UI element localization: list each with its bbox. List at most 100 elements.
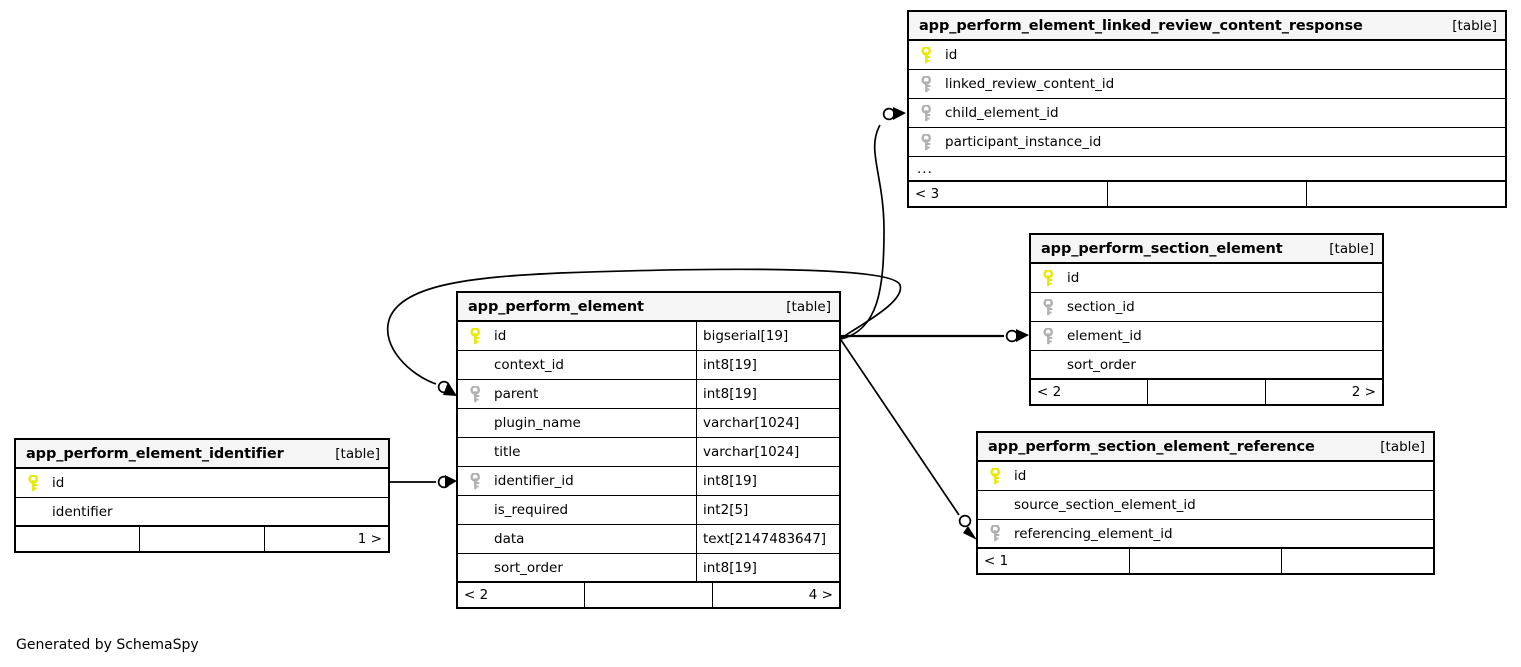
- column-name-cell: linked_review_content_id: [909, 70, 1505, 98]
- column-name-cell: participant_instance_id: [909, 128, 1505, 156]
- primary-key-icon: [466, 327, 484, 345]
- column-row-is_required[interactable]: is_required int2[5]: [458, 496, 839, 525]
- column-row-sort_order[interactable]: sort_order: [1031, 351, 1382, 380]
- foreign-key-icon: [1039, 327, 1057, 345]
- column-name-cell: is_required: [458, 496, 696, 524]
- column-row-element_id[interactable]: element_id: [1031, 322, 1382, 351]
- edge-element-id-to-section-element-reference-referencing-element-id: [840, 339, 977, 540]
- column-name-label: sort_order: [494, 559, 563, 576]
- primary-key-icon: [1039, 269, 1057, 287]
- column-name-label: is_required: [494, 502, 569, 518]
- column-row-id[interactable]: id: [978, 462, 1433, 491]
- column-row-parent[interactable]: parent int8[19]: [458, 380, 839, 409]
- column-row-linked_review_content_id[interactable]: linked_review_content_id: [909, 70, 1505, 99]
- column-row-source_section_element_id[interactable]: source_section_element_id: [978, 491, 1433, 520]
- outgoing-relations-count: 2 >: [1264, 380, 1382, 404]
- column-name-cell: id: [458, 322, 696, 350]
- column-name-cell: title: [458, 438, 696, 466]
- table-header-app_perform_element_identifier: app_perform_element_identifier[table]: [16, 440, 388, 469]
- column-name-label: child_element_id: [945, 105, 1059, 121]
- column-name-label: parent: [494, 386, 539, 402]
- column-name-cell: id: [978, 462, 1433, 490]
- column-name-label: context_id: [494, 357, 564, 373]
- table-title: app_perform_element_identifier: [26, 445, 284, 462]
- no-key-spacer: [24, 503, 42, 521]
- incoming-relations-count: < 1: [984, 553, 1009, 569]
- column-type-cell: int2[5]: [696, 496, 839, 524]
- schemaspy-credit: Generated by SchemaSpy: [16, 637, 199, 653]
- outgoing-relations-count: [1281, 549, 1433, 573]
- column-name-cell: id: [1031, 264, 1382, 292]
- column-row-section_id[interactable]: section_id: [1031, 293, 1382, 322]
- footer-middle-cell: [584, 583, 711, 607]
- table-footer-app_perform_section_element_reference: < 1: [978, 549, 1433, 573]
- primary-key-icon: [917, 46, 935, 64]
- column-row-participant_instance_id[interactable]: participant_instance_id: [909, 128, 1505, 157]
- column-name-cell: referencing_element_id: [978, 520, 1433, 547]
- no-key-spacer: [466, 501, 484, 519]
- column-name-cell: source_section_element_id: [978, 491, 1433, 519]
- column-type-cell: text[2147483647]: [696, 525, 839, 553]
- footer-middle-cell: [139, 527, 263, 551]
- table-title: app_perform_section_element: [1041, 240, 1283, 257]
- no-key-spacer: [1039, 356, 1057, 374]
- footer-middle-cell: [1129, 549, 1281, 573]
- column-row-id[interactable]: id: [909, 41, 1505, 70]
- column-name-cell: element_id: [1031, 322, 1382, 350]
- column-name-label: sort_order: [1067, 356, 1136, 373]
- incoming-relations-count: < 2: [464, 587, 489, 603]
- primary-key-icon: [24, 474, 42, 492]
- column-row-identifier[interactable]: identifier: [16, 498, 388, 527]
- column-type-cell: int8[19]: [696, 380, 839, 408]
- table-header-app_perform_element: app_perform_element[table]: [458, 293, 839, 322]
- no-key-spacer: [466, 530, 484, 548]
- table-app_perform_element_linked_review_content_response[interactable]: app_perform_element_linked_review_conten…: [907, 10, 1507, 208]
- column-name-cell: sort_order: [458, 554, 696, 581]
- table-type-tag: [table]: [1329, 240, 1374, 257]
- table-title: app_perform_section_element_reference: [988, 438, 1315, 455]
- table-app_perform_element_identifier[interactable]: app_perform_element_identifier[table]id i…: [14, 438, 390, 553]
- column-name-label: id: [52, 475, 65, 491]
- column-row-child_element_id[interactable]: child_element_id: [909, 99, 1505, 128]
- table-app_perform_section_element[interactable]: app_perform_section_element [table] id sect…: [1029, 233, 1384, 406]
- column-name-cell: sort_order: [1031, 351, 1382, 378]
- table-footer-app_perform_element_identifier: 1 >: [16, 527, 388, 551]
- table-type-tag: [table]: [1380, 438, 1425, 455]
- column-row-id[interactable]: id: [1031, 264, 1382, 293]
- column-name-cell: id: [16, 469, 388, 497]
- table-header-app_perform_element_linked_review_content_response: app_perform_element_linked_review_conten…: [909, 12, 1505, 41]
- foreign-key-icon: [466, 385, 484, 403]
- column-name-label: id: [1067, 270, 1080, 286]
- column-name-label: identifier_id: [494, 473, 574, 489]
- column-name-cell: child_element_id: [909, 99, 1505, 127]
- table-header-app_perform_section_element: app_perform_section_element [table]: [1031, 235, 1382, 264]
- column-name-label: id: [945, 47, 958, 63]
- column-name-cell: identifier_id: [458, 467, 696, 495]
- column-row-id[interactable]: id: [16, 469, 388, 498]
- incoming-relations-count: < 2: [1037, 384, 1062, 400]
- column-name-cell: context_id: [458, 351, 696, 379]
- column-name-label: source_section_element_id: [1014, 497, 1196, 513]
- foreign-key-icon: [917, 133, 935, 151]
- table-app_perform_section_element_reference[interactable]: app_perform_section_element_reference [ta…: [976, 431, 1435, 575]
- column-name-label: plugin_name: [494, 415, 581, 431]
- no-key-spacer: [466, 443, 484, 461]
- primary-key-icon: [986, 467, 1004, 485]
- column-name-cell: id: [909, 41, 1505, 69]
- no-key-spacer: [466, 559, 484, 577]
- column-row-referencing_element_id[interactable]: referencing_element_id: [978, 520, 1433, 549]
- table-title: app_perform_element: [468, 298, 644, 315]
- incoming-relations-count: [16, 527, 139, 551]
- table-header-app_perform_section_element_reference: app_perform_section_element_reference [ta…: [978, 433, 1433, 462]
- column-name-cell: section_id: [1031, 293, 1382, 321]
